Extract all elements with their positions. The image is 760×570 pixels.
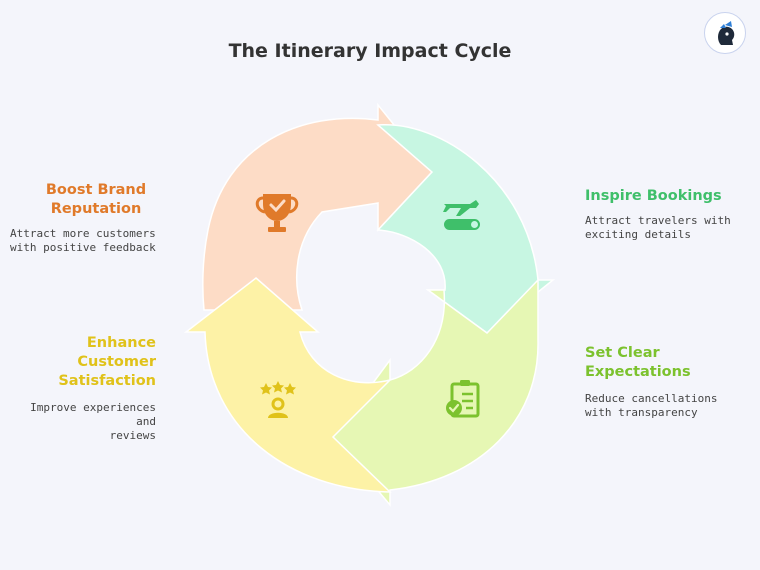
stage-reputation: Boost Brand Reputation Attract more cust… [10, 181, 185, 255]
logo [704, 12, 746, 54]
stage-expectations-heading: Set Clear Expectations [585, 345, 691, 380]
stage-inspire: Inspire Bookings Attract travelers with … [585, 187, 755, 242]
stage-expectations: Set Clear Expectations Reduce cancellati… [585, 344, 755, 420]
stage-expectations-description: Reduce cancellations with transparency [585, 392, 718, 419]
stage-inspire-heading: Inspire Bookings [585, 188, 722, 204]
plane-toggle-icon [443, 200, 480, 230]
stage-satisfaction-description: Improve experiences and reviews [30, 401, 156, 442]
cycle-arrow-satisfaction [183, 277, 393, 493]
figure-head-icon [718, 21, 735, 45]
cycle-arrow-reputation [202, 102, 433, 311]
stage-inspire-description: Attract travelers with exciting details [585, 214, 731, 241]
stage-satisfaction: Enhance Customer Satisfaction Improve ex… [6, 334, 156, 443]
stage-satisfaction-heading: Enhance Customer Satisfaction [58, 335, 156, 389]
stage-reputation-description: Attract more customers with positive fee… [10, 227, 156, 254]
clipboard-check-icon [446, 380, 480, 418]
stars-person-icon [260, 381, 296, 418]
page-title: The Itinerary Impact Cycle [228, 40, 512, 62]
trophy-icon [255, 194, 299, 232]
cycle-arrow-expectations [332, 278, 539, 508]
stage-reputation-heading: Boost Brand Reputation [45, 182, 147, 217]
